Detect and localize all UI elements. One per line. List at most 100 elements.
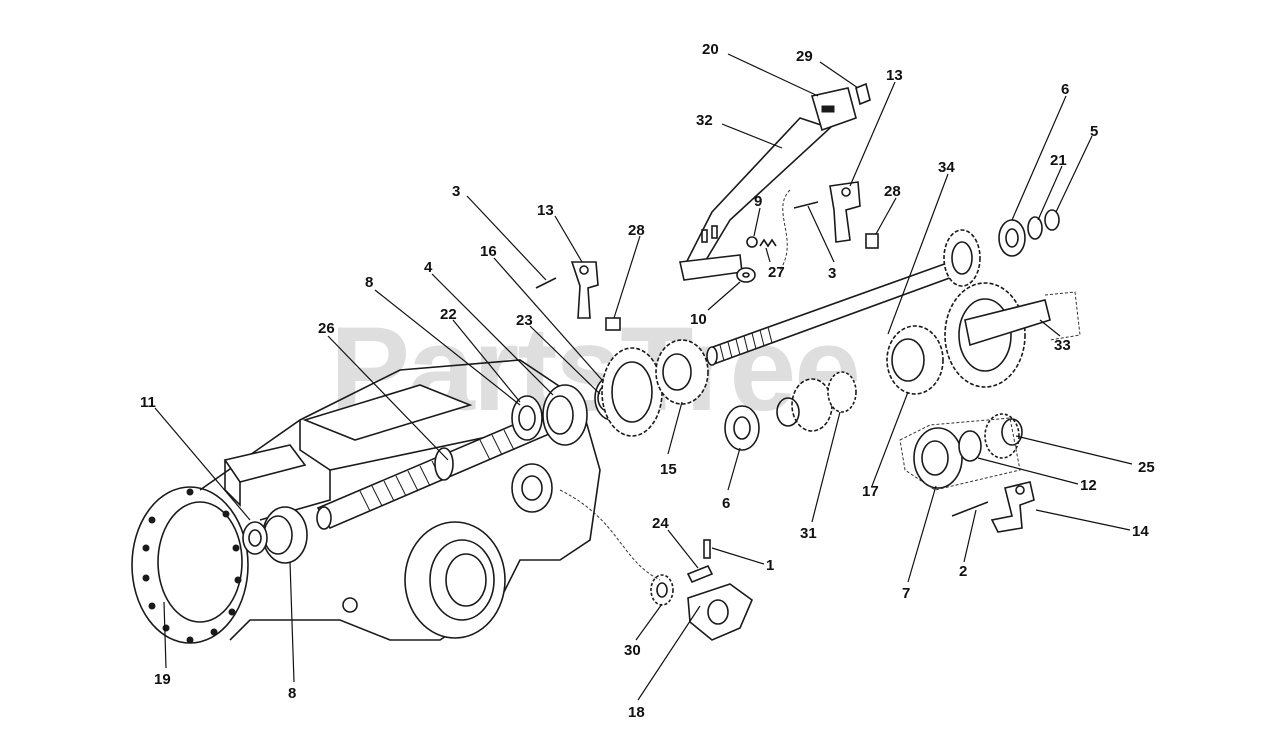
callout-8[interactable]: 8 [365,274,373,291]
callout-23[interactable]: 23 [516,312,533,329]
gear-16[interactable] [601,347,663,437]
knob-20[interactable] [810,87,857,132]
callout-14[interactable]: 14 [1132,523,1149,540]
ball-9-body [746,236,758,248]
gear-16-hub [611,361,653,423]
callout-30[interactable]: 30 [624,642,641,659]
bearing-left[interactable] [242,506,308,564]
bearing-22[interactable] [511,395,543,441]
pin-1-body [703,539,711,559]
callout-27[interactable]: 27 [768,264,785,281]
pinion-30[interactable] [650,574,674,606]
callout-31[interactable]: 31 [800,525,817,542]
callout-10[interactable]: 10 [690,311,707,328]
callout-20[interactable]: 20 [702,41,719,58]
cover-18-body [687,583,753,641]
bearing-carrier-4-outer [542,384,588,446]
cover-18-bore [707,599,729,625]
gear-31-end [776,397,800,427]
shaft-34-splines [719,326,773,362]
pin-29[interactable] [855,82,871,106]
gear-15[interactable] [655,339,709,405]
callout-29[interactable]: 29 [796,48,813,65]
callout-6[interactable]: 6 [722,495,730,512]
callout-25[interactable]: 25 [1138,459,1155,476]
callout-28[interactable]: 28 [884,183,901,200]
bearing-carrier-4[interactable] [542,384,588,446]
housing-top-edge [299,420,521,471]
callout-33[interactable]: 33 [1054,337,1071,354]
gear-17[interactable] [886,325,944,395]
pin-3-right[interactable] [793,201,819,209]
pinion-group-outline [899,417,1021,491]
shift-fork-14-hole [1015,485,1025,495]
ball-9[interactable] [746,236,758,248]
callout-4[interactable]: 4 [424,259,433,276]
pin-1[interactable] [703,539,711,559]
callout-3[interactable]: 3 [452,183,460,200]
callout-32[interactable]: 32 [696,112,713,129]
gear-33[interactable] [944,282,1081,388]
callout-5[interactable]: 5 [1090,123,1098,140]
callout-2[interactable]: 2 [959,563,967,580]
callout-15[interactable]: 15 [660,461,677,478]
snap-ring-5-ring [1044,209,1060,231]
callout-24[interactable]: 24 [652,515,669,532]
lever-13-left[interactable] [570,261,599,319]
ring-12-outer [958,430,982,462]
bearing-carrier-4-inner [546,395,574,435]
housing-body-outline [199,359,601,641]
housing-top-plate [302,384,473,441]
bearing-6-top-outer [998,219,1026,257]
callout-16[interactable]: 16 [480,243,497,260]
callout-28[interactable]: 28 [628,222,645,239]
callout-3[interactable]: 3 [828,265,836,282]
pin-3-left-body [535,277,557,289]
washer-10-hole [742,272,750,278]
washer-10[interactable] [736,267,756,283]
callout-18[interactable]: 18 [628,704,645,721]
key-28-right[interactable] [865,233,879,249]
shift-fork-14[interactable] [990,481,1035,533]
callout-22[interactable]: 22 [440,306,457,323]
pinion-25[interactable] [984,413,1023,459]
housing-filler-boss [223,444,307,483]
transmission-housing[interactable] [131,359,601,644]
callout-9[interactable]: 9 [754,193,762,210]
callout-11[interactable]: 11 [140,394,156,411]
gear-cluster-34[interactable] [943,229,981,287]
gear-33-web [958,298,1012,372]
key-28-left[interactable] [605,317,621,331]
gear-33-shaft [964,299,1051,347]
callout-21[interactable]: 21 [1050,152,1067,169]
bearing-7[interactable] [913,427,963,489]
key-28-left-body [605,317,621,331]
bearing-6-lower[interactable] [724,405,760,451]
shaft-26[interactable] [316,403,572,530]
pin-24[interactable] [686,564,714,584]
washer-21[interactable] [1027,216,1043,240]
snap-ring-5[interactable] [1044,209,1060,231]
pin-2-body [951,501,989,517]
callout-13[interactable]: 13 [537,202,554,219]
callout-7[interactable]: 7 [902,585,910,602]
bearing-6-top[interactable] [998,219,1026,257]
callout-17[interactable]: 17 [862,483,879,500]
ring-12[interactable] [958,430,982,462]
lever-13-right[interactable] [829,181,861,243]
callout-12[interactable]: 12 [1080,477,1097,494]
spring-27[interactable] [759,238,777,248]
callout-8[interactable]: 8 [288,685,296,702]
callout-6[interactable]: 6 [1061,81,1069,98]
callout-34[interactable]: 34 [938,159,955,176]
callout-1[interactable]: 1 [766,557,774,574]
pin-3-left[interactable] [535,277,557,289]
callout-26[interactable]: 26 [318,320,335,337]
shaft-34-end [706,346,718,366]
gear-31[interactable] [776,371,857,432]
callout-19[interactable]: 19 [154,671,171,688]
pin-2[interactable] [951,501,989,517]
cover-18[interactable] [687,583,753,641]
callout-13[interactable]: 13 [886,67,903,84]
pin-29-body [855,82,871,106]
